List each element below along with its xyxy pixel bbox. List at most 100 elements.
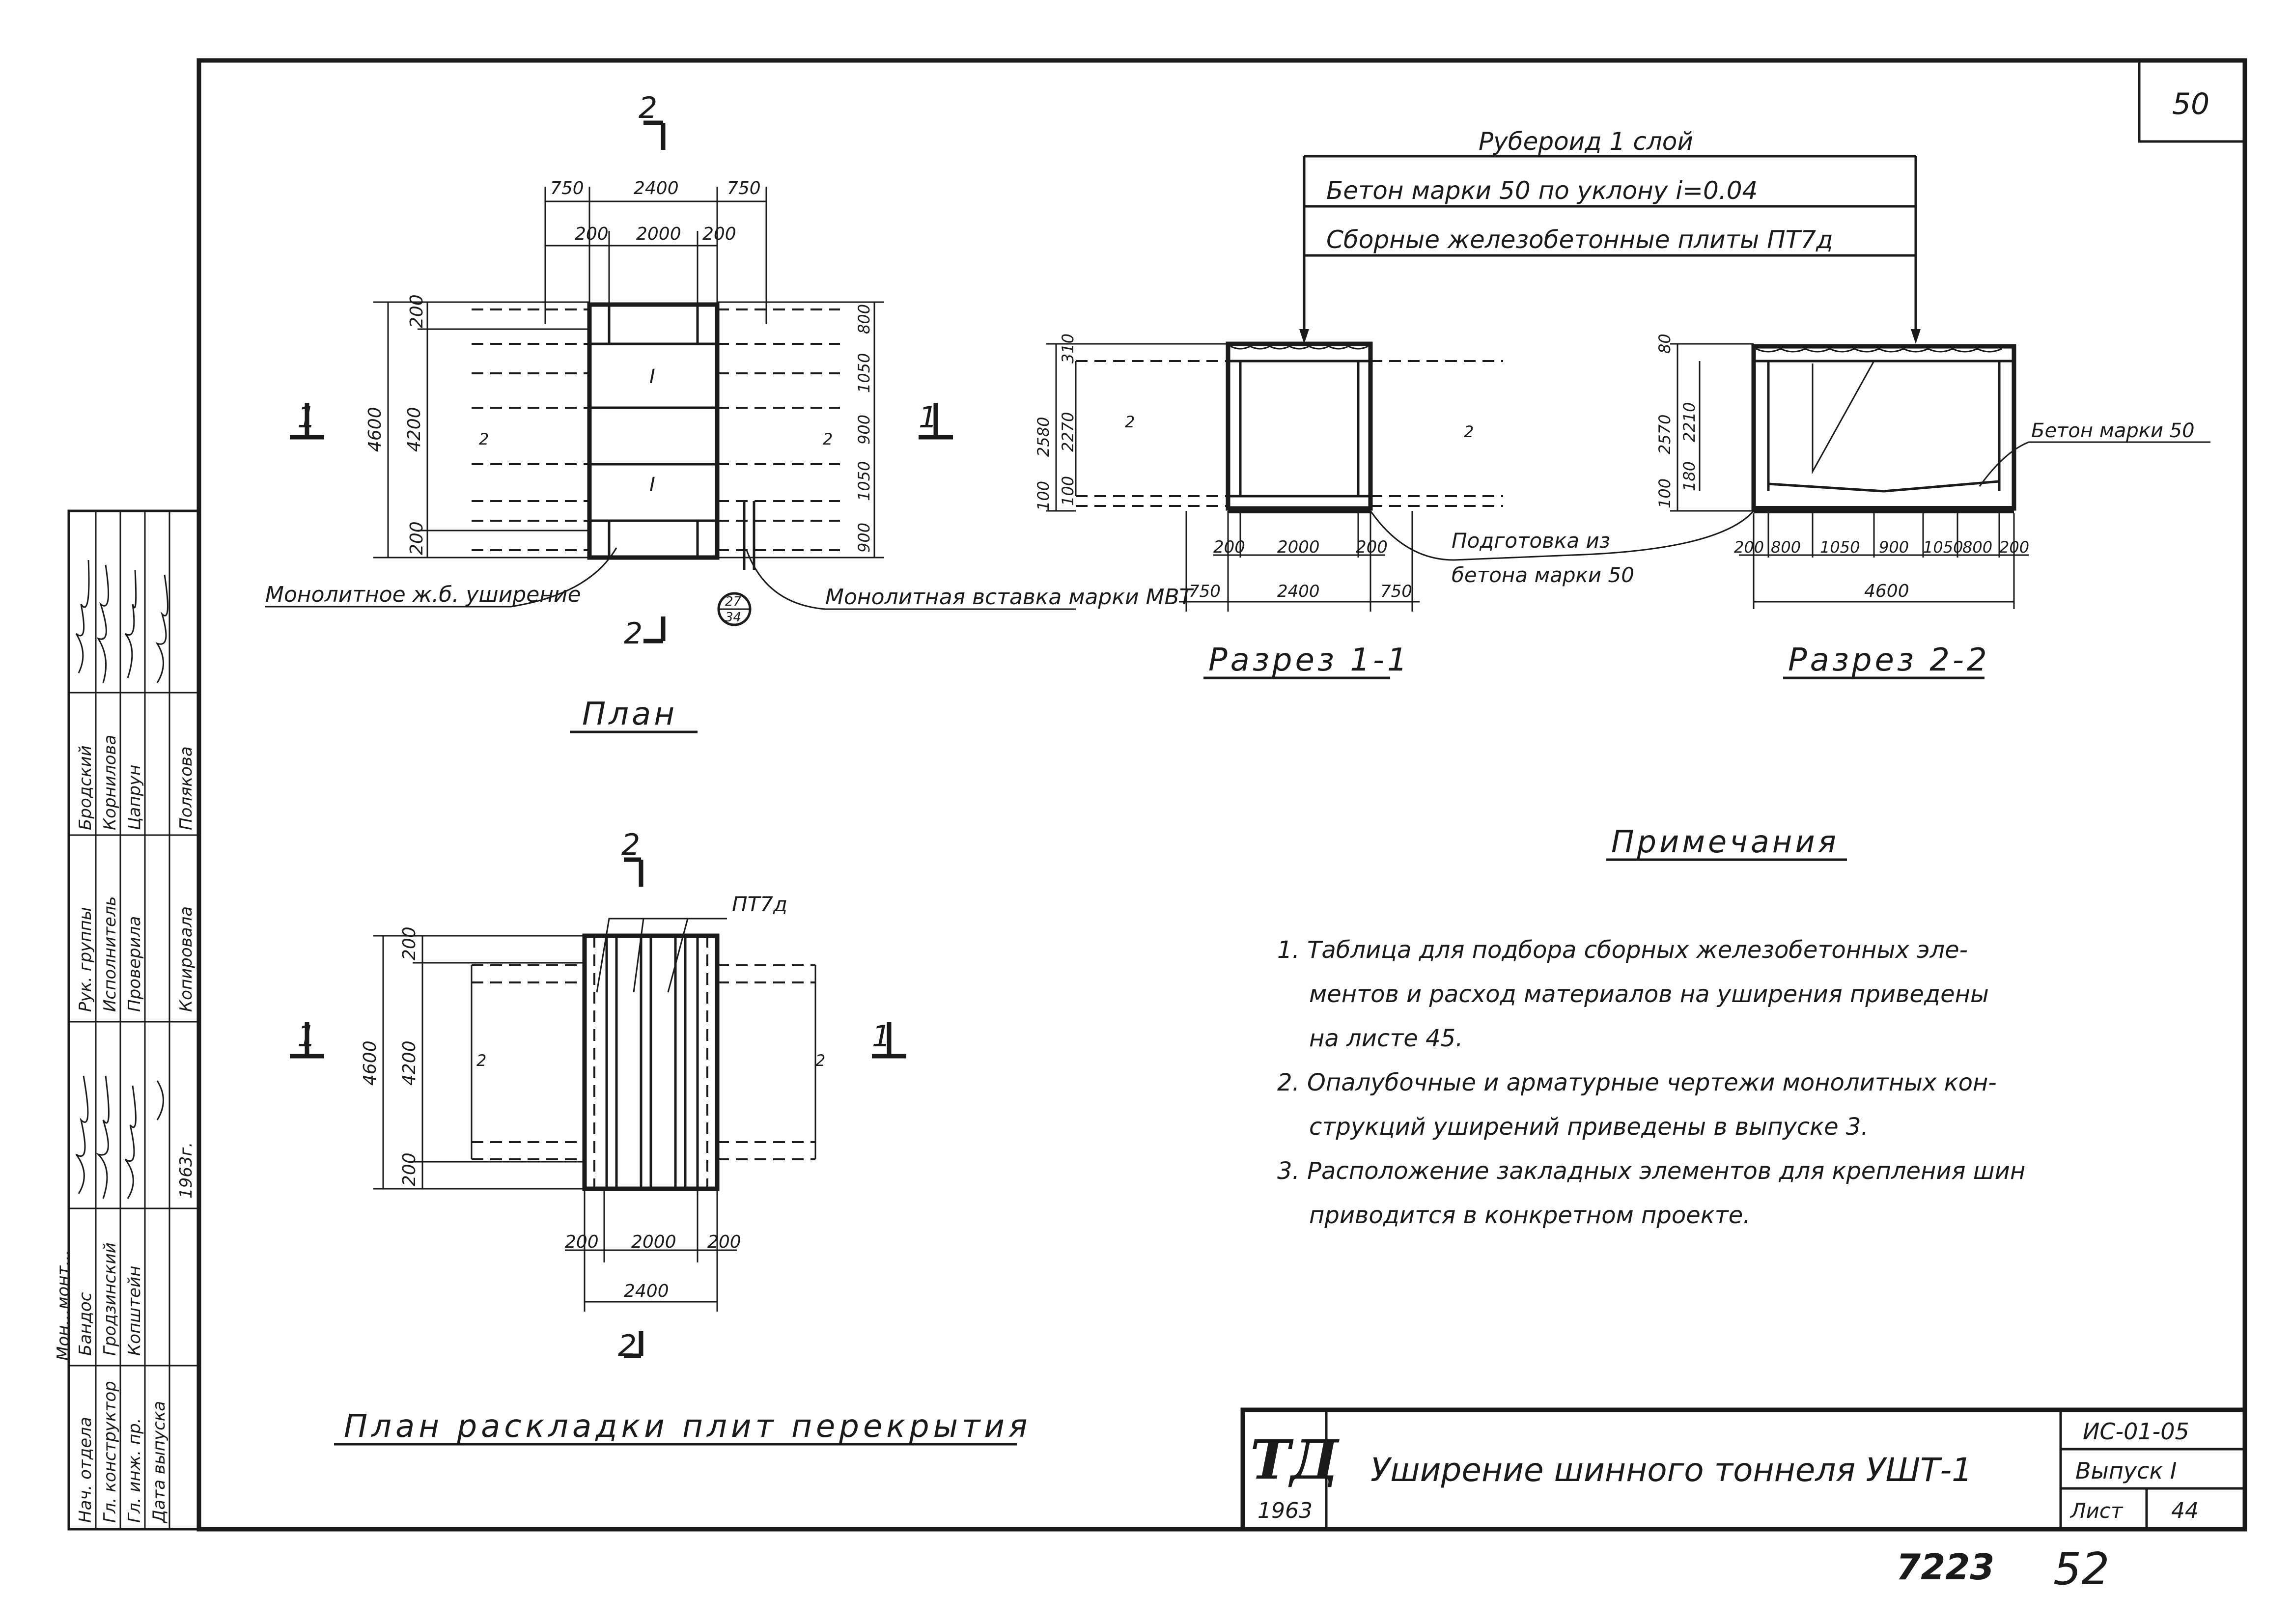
layout-cut-1-right: 1 xyxy=(872,1019,891,1054)
stamp-name: Полякова xyxy=(176,746,196,830)
layout-dim-small: 200 xyxy=(399,926,419,960)
svg-text:2: 2 xyxy=(476,1051,486,1070)
section-1-dim-bottom-outer: 2400 xyxy=(1277,582,1320,601)
layer-1: Рубероид 1 слой xyxy=(1479,127,1693,156)
plan-callout-insert: Монолитная вставка марки МВТ xyxy=(825,585,1194,610)
plan-dim-inner-height: 4200 xyxy=(404,407,424,452)
page-number: 52 xyxy=(2053,1543,2110,1595)
section-2-2: 2570 80 2210 180 100 200 800 1050 900 10… xyxy=(1655,334,2210,679)
section-1-dim: 100 xyxy=(1034,481,1053,511)
layout-cut-1-left: 1 xyxy=(297,1019,316,1054)
plan-slab-mark: I xyxy=(649,474,655,496)
stamp-name: 1963г. xyxy=(176,1142,196,1199)
layout-dim-bottom-outer: 2400 xyxy=(624,1281,669,1301)
note-line: 2. Опалубочные и арматурные чертежи моно… xyxy=(1277,1069,1997,1096)
plan-ref-bubble-top: 27 xyxy=(725,594,742,609)
svg-text:2: 2 xyxy=(815,1051,825,1070)
layout-dim-bottom: 2000 xyxy=(631,1232,676,1252)
section-1-dim-bottom-outer: 750 xyxy=(1380,582,1412,601)
layout-dim-bottom: 200 xyxy=(707,1232,741,1252)
stamp-name: Бандос xyxy=(76,1292,95,1356)
title-block-issue: Выпуск I xyxy=(2075,1457,2177,1484)
stamp-role: Дата выпуска xyxy=(149,1401,169,1524)
section-1-dim: 2270 xyxy=(1059,412,1077,452)
plan-cut-2-top: 2 xyxy=(639,91,657,125)
section-2-dim-bottom: 800 xyxy=(1962,538,1992,557)
stamp-name: Цапрун xyxy=(125,765,144,830)
plan-widening-outline xyxy=(587,302,720,560)
note-line: 1. Таблица для подбора сборных железобет… xyxy=(1277,936,1968,964)
stamp-role: Исполнитель xyxy=(100,896,120,1012)
section-2-dim: 2210 xyxy=(1680,402,1699,442)
plan-dim-top: 200 xyxy=(702,224,736,244)
plan-view: 2 2 1 1 750 2400 750 200 2000 200 xyxy=(265,91,1194,733)
section-2-dim-bottom: 1050 xyxy=(1923,538,1963,557)
section-1-callout-prep-2: бетона марки 50 xyxy=(1452,563,1634,587)
plan-dim-right: 900 xyxy=(855,523,873,553)
layout-plan-view: 2 2 1 1 4600 4200 200 200 200 2000 xyxy=(290,828,1031,1446)
signatures xyxy=(75,560,168,1199)
plan-cut-2-bottom: 2 xyxy=(624,616,643,651)
svg-text:2: 2 xyxy=(479,430,489,448)
notes: Примечания 1. Таблица для подбора сборны… xyxy=(1277,824,2025,1229)
section-1-frame xyxy=(1226,341,1373,511)
plan-cut-1-right: 1 xyxy=(919,400,937,435)
stamp-role: Рук. группы xyxy=(76,907,95,1012)
note-line: ментов и расход материалов на уширения п… xyxy=(1309,980,1989,1008)
sheet-frame xyxy=(196,58,2247,1532)
plan-dim-top: 750 xyxy=(727,178,761,198)
stamp-name: Корнилова xyxy=(100,735,120,830)
stamp-role: Копировала xyxy=(176,906,196,1012)
section-2-dim-bottom: 200 xyxy=(1999,538,2029,557)
layout-dim-bottom: 200 xyxy=(565,1232,599,1252)
stamp-name: Бродский xyxy=(76,745,95,830)
stamp-role: Проверила xyxy=(125,916,144,1012)
title-block-code: ИС-01-05 xyxy=(2083,1418,2189,1445)
section-2-dim-bottom: 1050 xyxy=(1820,538,1860,557)
note-line: струкций уширений приведены в выпуске 3. xyxy=(1309,1113,1869,1141)
sheet-number-box xyxy=(2138,59,2246,143)
svg-text:2: 2 xyxy=(823,430,833,448)
section-2-dim-bottom: 200 xyxy=(1734,538,1764,557)
section-1-dim-bottom: 200 xyxy=(1356,537,1388,557)
layout-slab-label: ПТ7д xyxy=(732,892,787,916)
section-2-title: Разрез 2-2 xyxy=(1788,642,1990,678)
layout-dim-height: 4600 xyxy=(360,1040,380,1086)
stamp-role: Гл. инж. пр. xyxy=(125,1418,144,1523)
plan-dim-height: 4600 xyxy=(365,407,385,452)
svg-text:2: 2 xyxy=(1125,413,1135,431)
stamp-role: Гл. конструктор xyxy=(100,1381,120,1523)
layer-3: Сборные железобетонные плиты ПТ7д xyxy=(1326,225,1833,254)
layout-dim-inner-height: 4200 xyxy=(399,1040,419,1086)
note-line: 3. Расположение закладных элементов для … xyxy=(1277,1157,2025,1185)
plan-dim-top: 750 xyxy=(550,178,584,198)
section-2-dim: 100 xyxy=(1655,478,1674,508)
stamp-name: Копштейн xyxy=(125,1266,144,1356)
archive-number: 7223 xyxy=(1896,1546,1994,1588)
notes-heading: Примечания xyxy=(1611,824,1839,860)
layout-dim-small: 200 xyxy=(399,1152,419,1186)
plan-title: План xyxy=(582,696,677,732)
section-1-title: Разрез 1-1 xyxy=(1208,642,1410,678)
title-block-year: 1963 xyxy=(1258,1498,1313,1523)
plan-dim-right: 900 xyxy=(855,415,873,445)
section-1-dim: 2580 xyxy=(1034,417,1053,457)
stamp-role: Нач. отдела xyxy=(76,1417,95,1523)
layout-plan-title: План раскладки плит перекрытия xyxy=(344,1408,1031,1445)
plan-dim-top: 2400 xyxy=(634,178,679,198)
section-2-dim: 2570 xyxy=(1655,415,1674,454)
section-2-dim-bottom-outer: 4600 xyxy=(1864,581,1909,601)
title-block-sheet-value: 44 xyxy=(2171,1498,2199,1523)
section-2-dim: 80 xyxy=(1655,334,1674,354)
plan-dim-small: 200 xyxy=(407,521,427,555)
note-line: на листе 45. xyxy=(1309,1025,1463,1052)
plan-dim-right: 1050 xyxy=(855,461,873,501)
stamp-name: Гродзинский xyxy=(100,1242,120,1356)
section-2-dim: 180 xyxy=(1680,461,1699,491)
section-2-dim-bottom: 900 xyxy=(1879,538,1909,557)
stamp-partial-label: Мон...монт... xyxy=(54,1250,73,1361)
plan-cut-1-left: 1 xyxy=(297,400,316,435)
section-1-dim-bottom: 2000 xyxy=(1277,537,1320,557)
left-stamp: Нач. отдела Гл. конструктор Гл. инж. пр.… xyxy=(54,509,200,1531)
